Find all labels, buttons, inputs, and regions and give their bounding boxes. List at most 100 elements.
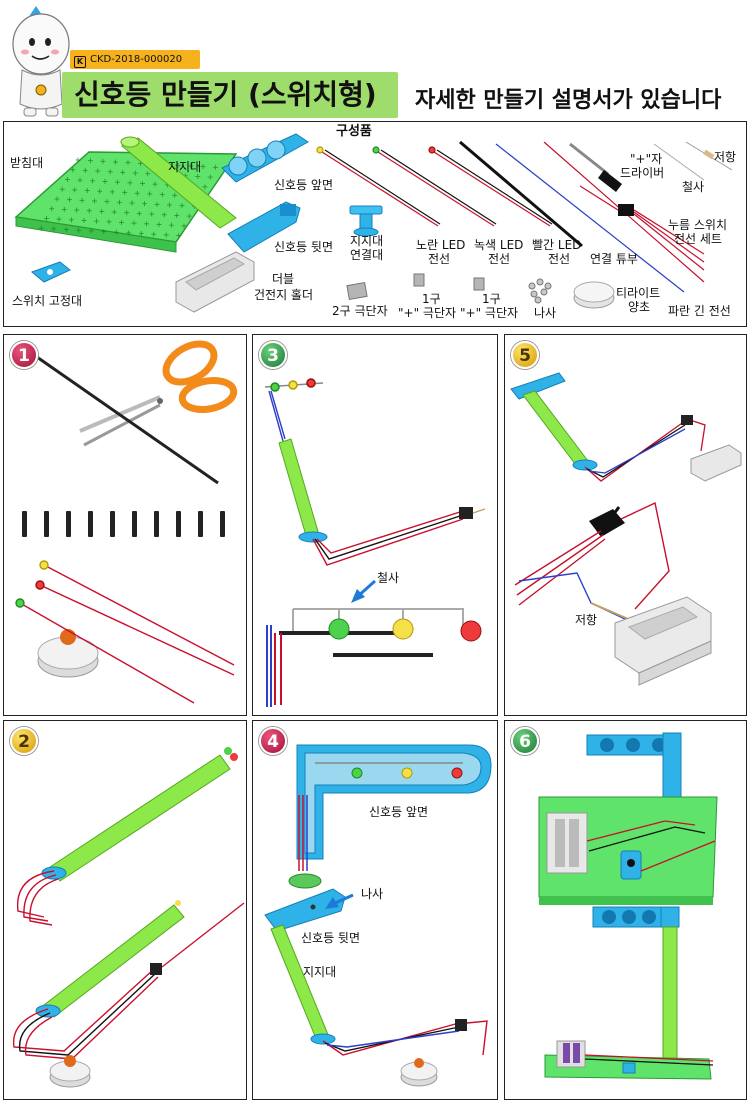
step-4-illustration bbox=[264, 744, 492, 1087]
wires-lower-image bbox=[12, 902, 245, 1060]
step-3-illustration bbox=[264, 378, 486, 707]
cert-code: CKD-2018-000020 bbox=[90, 54, 183, 65]
support-pole-image bbox=[120, 136, 237, 229]
pole-image bbox=[510, 372, 598, 471]
label-tealight-1: 티라이트 bbox=[616, 286, 661, 300]
led-frame-image bbox=[264, 378, 324, 392]
light-back-image bbox=[227, 201, 301, 253]
tube-pieces-image bbox=[22, 511, 225, 537]
annotation-resistor: 저항 bbox=[575, 613, 598, 627]
label-red-led-2: 전선 bbox=[548, 252, 571, 266]
label-terminal-1a-2: "+" 극단자 bbox=[398, 306, 457, 320]
label-support-pole: 지지대 bbox=[168, 160, 202, 174]
battery-holder-image bbox=[614, 596, 712, 686]
label-light-front: 신호등 앞면 bbox=[274, 178, 334, 192]
certification-badge: K CKD-2018-000020 bbox=[70, 50, 200, 69]
label-screwdriver-2: 드라이버 bbox=[620, 166, 665, 180]
label-screwdriver-1: "+"자 bbox=[630, 152, 663, 166]
label-resistor: 저항 bbox=[714, 150, 737, 164]
label-terminal-1b-2: "+" 극단자 bbox=[460, 306, 519, 320]
label-battery-holder-1: 더블 bbox=[272, 272, 295, 286]
push-switch-image bbox=[579, 185, 705, 271]
parts-heading: 구성품 bbox=[336, 124, 372, 139]
tube-image bbox=[33, 353, 219, 485]
step-2-badge: 2 bbox=[10, 727, 38, 755]
label-terminal-2: 2구 극단자 bbox=[332, 304, 388, 318]
tealight-image bbox=[37, 629, 99, 678]
parts-illustration bbox=[14, 133, 733, 313]
resistor-image bbox=[685, 141, 733, 171]
label-steel-wire: 철사 bbox=[682, 180, 705, 194]
label-battery-holder-2: 건전지 홀더 bbox=[254, 288, 314, 302]
steel-wire-image bbox=[653, 143, 705, 181]
screws-image bbox=[528, 278, 552, 304]
battery-small-image bbox=[690, 444, 742, 482]
pole-lower-image bbox=[35, 900, 185, 1018]
label-light-back: 신호등 뒷면 bbox=[274, 240, 334, 254]
tealight-image bbox=[49, 1055, 91, 1088]
step-2-illustration bbox=[12, 747, 245, 1088]
circuit-image bbox=[266, 608, 482, 707]
pole-image bbox=[278, 438, 328, 543]
label-pole-connector-1: 지지대 bbox=[350, 234, 384, 248]
kc-mark-icon: K bbox=[74, 56, 86, 68]
arrow-icon bbox=[351, 579, 376, 603]
battery-holder-image bbox=[175, 251, 255, 313]
screwdriver-image bbox=[569, 142, 622, 192]
step-2-panel: 2 bbox=[3, 720, 247, 1100]
label-push-switch-2: 전선 세트 bbox=[674, 232, 722, 246]
terminal-1b-image bbox=[473, 277, 485, 291]
label-blue-wire: 파란 긴 전선 bbox=[668, 304, 731, 318]
label-green-led-2: 전선 bbox=[488, 252, 511, 266]
annotation-pole: 지지대 bbox=[303, 965, 337, 979]
wires-bottom-image bbox=[514, 501, 670, 622]
step-5-badge: 5 bbox=[511, 341, 539, 369]
pole-upper-image bbox=[41, 747, 238, 882]
label-terminal-1a-1: 1구 bbox=[422, 292, 441, 306]
step-5-illustration bbox=[510, 372, 742, 686]
board-bottom-image bbox=[544, 1040, 714, 1080]
label-yellow-led-1: 노란 LED bbox=[416, 238, 466, 252]
label-red-led-1: 빨간 LED bbox=[532, 238, 582, 252]
step-1-illustration bbox=[15, 340, 238, 704]
step-5-panel: 5 저항 bbox=[504, 334, 747, 716]
wires-top-image bbox=[584, 415, 706, 482]
led-wires-image bbox=[15, 560, 235, 704]
wires-image bbox=[268, 390, 486, 566]
step-6-panel: 6 bbox=[504, 720, 747, 1100]
step-6-illustration bbox=[538, 732, 718, 1080]
label-terminal-1b-1: 1구 bbox=[482, 292, 501, 306]
wires-upper-image bbox=[16, 870, 59, 926]
page-title: 신호등 만들기 (스위치형) bbox=[62, 72, 398, 118]
label-tube: 연결 튜부 bbox=[590, 252, 638, 266]
step-1-panel: 1 bbox=[3, 334, 247, 716]
annotation-light-back: 신호등 뒷면 bbox=[301, 931, 361, 945]
tealight-image bbox=[400, 1058, 438, 1087]
parts-list-box: 구성품 받침대 지지대 신호등 앞면 신호등 뒷면 지지대 연결대 스위치 고정… bbox=[3, 121, 747, 327]
step-6-badge: 6 bbox=[511, 727, 539, 755]
scissors-image bbox=[79, 340, 238, 447]
step-3-panel: 3 철사 bbox=[252, 334, 498, 716]
wires-image bbox=[322, 1019, 488, 1056]
annotation-steel-wire: 철사 bbox=[377, 571, 400, 585]
terminal-1a-image bbox=[413, 273, 425, 287]
label-base-board: 받침대 bbox=[10, 156, 44, 170]
arrow-icon bbox=[325, 893, 354, 909]
label-pole-connector-2: 연결대 bbox=[350, 248, 384, 262]
pole-image bbox=[270, 924, 336, 1045]
light-bottom-image bbox=[592, 906, 680, 1062]
light-front-image bbox=[221, 133, 309, 183]
pole-connector-image bbox=[349, 205, 383, 237]
annotation-light-front: 신호등 앞면 bbox=[369, 805, 429, 819]
step-3-badge: 3 bbox=[259, 341, 287, 369]
label-green-led-1: 녹색 LED bbox=[474, 238, 524, 252]
label-screw: 나사 bbox=[534, 306, 557, 320]
label-switch-holder: 스위치 고정대 bbox=[12, 294, 83, 308]
switch-holder-image bbox=[31, 261, 71, 283]
label-push-switch-1: 누름 스위치 bbox=[668, 218, 728, 232]
page-subtitle: 자세한 만들기 설명서가 있습니다 bbox=[415, 88, 722, 113]
led-wires-image bbox=[316, 140, 705, 293]
board-top-image bbox=[538, 796, 718, 905]
switch-image bbox=[589, 506, 625, 537]
step-1-badge: 1 bbox=[10, 341, 38, 369]
